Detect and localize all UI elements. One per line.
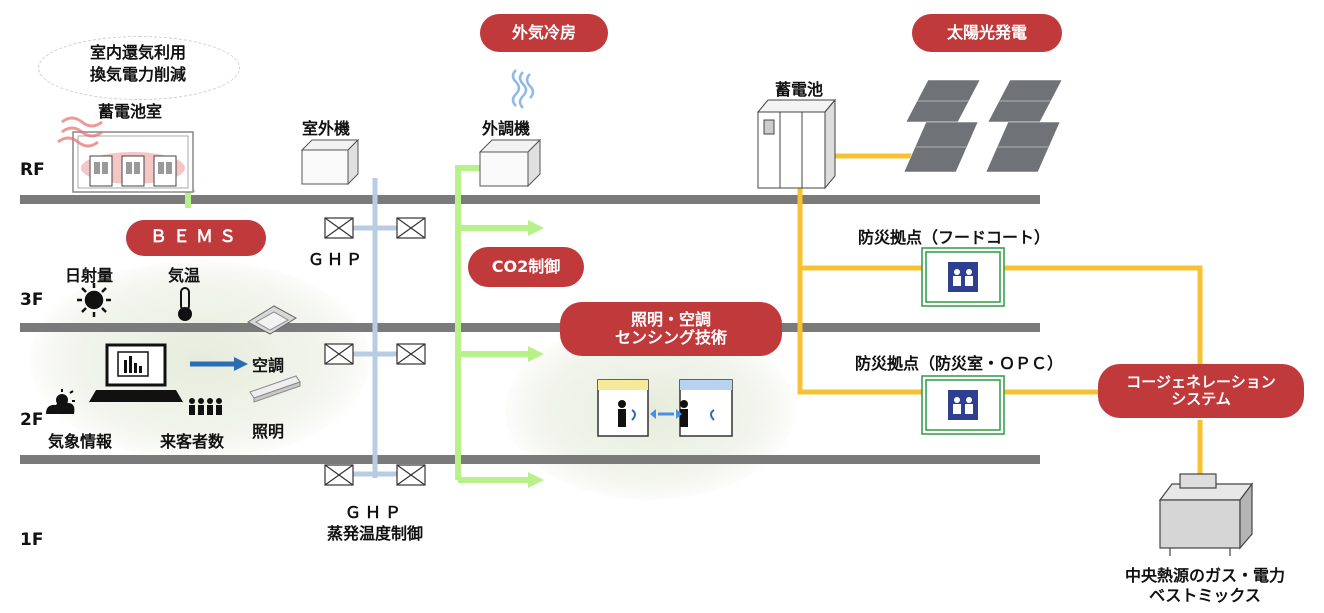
- central-heat-source-line2: ベストミックス: [1149, 586, 1261, 605]
- ghp-evap-label: ＧＨＰ 蒸発温度制御: [300, 502, 450, 544]
- floor-label-1f: 1F: [20, 530, 44, 550]
- battery-label: 蓄電池: [775, 80, 824, 99]
- badge-outdoor-cooling: 外気冷房: [480, 14, 608, 52]
- badge-cogeneration-line1: コージェネレーション: [1126, 372, 1276, 391]
- badge-lighting-ac-sensing-line2: センシング技術: [614, 328, 727, 347]
- floor-label-2f: 2F: [20, 410, 44, 430]
- central-heat-source-label: 中央熱源のガス・電力 ベストミックス: [1100, 566, 1310, 606]
- sensing-glow-left: [30, 260, 370, 460]
- floor-line-rf: [20, 195, 1040, 204]
- badge-bems: ＢＥＭＳ: [126, 220, 266, 256]
- outdoor-unit-label: 室外機: [302, 119, 351, 138]
- badge-cogeneration-line2: システム: [1171, 390, 1231, 408]
- weather-info-label: 気象情報: [48, 432, 113, 451]
- visitors-label: 来客者数: [160, 432, 225, 451]
- visitors-icon: [189, 398, 222, 415]
- sensing-rooms-icon: [597, 379, 733, 437]
- disaster-room-opc-label: 防災拠点（防災室・ＯＰＣ）: [855, 354, 1064, 373]
- lighting-label: 照明: [252, 422, 285, 441]
- heat-source-unit-icon: [1158, 473, 1254, 556]
- floor-line-2f: [20, 455, 1040, 464]
- air-conditioning-label: 空調: [252, 356, 285, 375]
- floor-label-3f: 3F: [20, 290, 44, 310]
- floor-line-3f: [20, 323, 1040, 332]
- central-heat-source-line1: 中央熱源のガス・電力: [1124, 566, 1285, 585]
- disaster-food-court-label: 防災拠点（フードコート）: [858, 228, 1051, 247]
- badge-cogeneration: コージェネレーション システム: [1098, 364, 1304, 418]
- sun-icon: [77, 283, 111, 317]
- solar-panel-icon: [903, 79, 1063, 173]
- badge-co2: CO2制御: [468, 247, 584, 287]
- floor-label-rf: RF: [20, 160, 45, 180]
- ghp-label: ＧＨＰ: [308, 250, 366, 269]
- outdoor-ac-unit-icon: [478, 138, 542, 188]
- badge-solar: 太陽光発電: [912, 14, 1062, 52]
- ghp-evap-line2: 蒸発温度制御: [326, 524, 423, 543]
- battery-room-icon: [57, 116, 194, 193]
- disaster-shelter-icon-1: [921, 247, 1005, 307]
- disaster-shelter-icon-2: [921, 375, 1005, 435]
- solar-irradiance-label: 日射量: [65, 266, 114, 285]
- arrow-to-ac-icon: [190, 357, 248, 371]
- ceiling-ac-icon: [247, 305, 297, 335]
- air-wave-icon: [511, 69, 535, 109]
- laptop-icon: [89, 343, 183, 402]
- thermometer-icon: [178, 287, 192, 321]
- return-air-label: 室内還気利用 換気電力削減: [68, 42, 208, 86]
- weather-cloud-icon: [46, 389, 75, 414]
- ghp-evap-line1: ＧＨＰ: [344, 503, 405, 522]
- battery-room-label: 蓄電池室: [98, 102, 163, 121]
- light-fixture-icon: [249, 375, 301, 403]
- badge-lighting-ac-sensing-line1: 照明・空調: [630, 309, 711, 329]
- battery-cabinet-icon: [756, 98, 837, 190]
- temperature-label: 気温: [168, 266, 201, 285]
- outdoor-unit-icon: [300, 138, 360, 186]
- return-air-line2: 換気電力削減: [89, 65, 186, 84]
- badge-lighting-ac-sensing: 照明・空調 センシング技術: [560, 302, 782, 356]
- outdoor-ac-unit-label: 外調機: [482, 119, 531, 138]
- return-air-line1: 室内還気利用: [89, 43, 186, 62]
- return-air-cloud: [38, 36, 240, 100]
